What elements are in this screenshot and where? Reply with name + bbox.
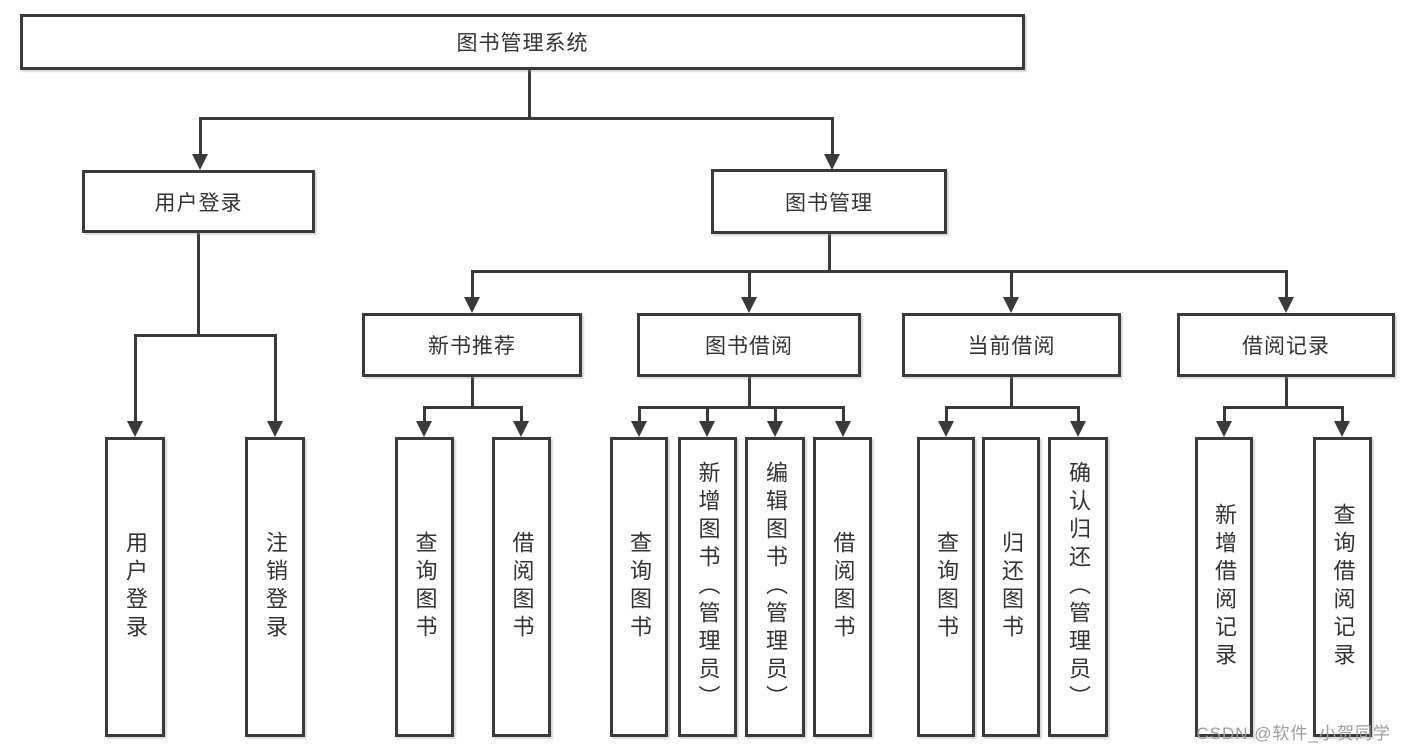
leaf-borrow-book-recommend: 借阅图书: [492, 437, 551, 737]
arrowhead-down-icon: [1278, 297, 1294, 313]
leaf-add-book-admin: 新增图书（管理员）: [678, 437, 737, 737]
connector-horizontal-line: [1222, 405, 1344, 409]
connector-vertical-line: [273, 335, 277, 422]
arrowhead-down-icon: [938, 421, 954, 437]
leaf-borrow-book: 借阅图书: [813, 437, 872, 737]
connector-vertical-line: [705, 407, 709, 422]
connector-vertical-line: [747, 377, 751, 407]
arrowhead-down-icon: [192, 154, 208, 170]
leaf-user-login: 用户登录: [105, 437, 165, 737]
leaf-add-borrow-record: 新增借阅记录: [1195, 437, 1253, 737]
node-book-management: 图书管理: [711, 169, 947, 234]
leaf-return-book: 归还图书: [982, 437, 1040, 737]
node-book-borrow: 图书借阅: [637, 313, 861, 377]
arrowhead-down-icon: [767, 421, 783, 437]
connector-horizontal-line: [470, 269, 1288, 273]
csdn-watermark: CSDN @软件_小贺同学: [1196, 724, 1391, 743]
leaf-edit-book-admin: 编辑图书（管理员）: [745, 437, 805, 737]
leaf-confirm-return-admin: 确认归还（管理员）: [1048, 437, 1108, 737]
connector-vertical-line: [637, 407, 641, 422]
connector-vertical-line: [747, 271, 751, 298]
arrowhead-down-icon: [416, 421, 432, 437]
node-current-borrow: 当前借阅: [902, 313, 1121, 377]
connector-horizontal-line: [198, 116, 834, 120]
connector-horizontal-line: [944, 405, 1080, 409]
connector-vertical-line: [1076, 407, 1080, 422]
connector-horizontal-line: [133, 333, 277, 337]
leaf-query-book-current: 查询图书: [917, 437, 975, 737]
arrowhead-down-icon: [741, 297, 757, 313]
connector-vertical-line: [1284, 271, 1288, 298]
connector-vertical-line: [1222, 407, 1226, 422]
arrowhead-down-icon: [824, 154, 840, 170]
connector-vertical-line: [1340, 407, 1344, 422]
connector-vertical-line: [422, 407, 426, 422]
arrowhead-down-icon: [699, 421, 715, 437]
arrowhead-down-icon: [464, 297, 480, 313]
connector-vertical-line: [841, 407, 845, 422]
leaf-logout: 注销登录: [245, 437, 305, 737]
connector-vertical-line: [196, 233, 200, 335]
node-user-login: 用户登录: [82, 170, 315, 233]
arrowhead-down-icon: [1216, 421, 1232, 437]
arrowhead-down-icon: [1003, 297, 1019, 313]
arrowhead-down-icon: [631, 421, 647, 437]
arrowhead-down-icon: [267, 421, 283, 437]
connector-vertical-line: [827, 234, 831, 271]
arrowhead-down-icon: [835, 421, 851, 437]
node-borrow-record: 借阅记录: [1177, 313, 1395, 377]
connector-vertical-line: [773, 407, 777, 422]
arrowhead-down-icon: [513, 421, 529, 437]
connector-horizontal-line: [422, 405, 523, 409]
leaf-query-book-recommend: 查询图书: [395, 437, 454, 737]
connector-vertical-line: [944, 407, 948, 422]
connector-vertical-line: [1009, 271, 1013, 298]
connector-vertical-line: [1284, 377, 1288, 407]
connector-vertical-line: [527, 70, 531, 118]
connector-vertical-line: [519, 407, 523, 422]
connector-vertical-line: [470, 271, 474, 298]
arrowhead-down-icon: [1070, 421, 1086, 437]
arrowhead-down-icon: [127, 421, 143, 437]
node-root: 图书管理系统: [20, 14, 1025, 70]
connector-horizontal-line: [637, 405, 845, 409]
connector-vertical-line: [830, 118, 834, 155]
connector-vertical-line: [198, 118, 202, 155]
connector-vertical-line: [470, 377, 474, 407]
leaf-query-book-borrow: 查询图书: [610, 437, 668, 737]
connector-vertical-line: [133, 335, 137, 422]
arrowhead-down-icon: [1334, 421, 1350, 437]
leaf-query-borrow-record: 查询借阅记录: [1313, 437, 1372, 737]
node-new-book-recommend: 新书推荐: [362, 313, 582, 377]
connector-vertical-line: [1009, 377, 1013, 407]
